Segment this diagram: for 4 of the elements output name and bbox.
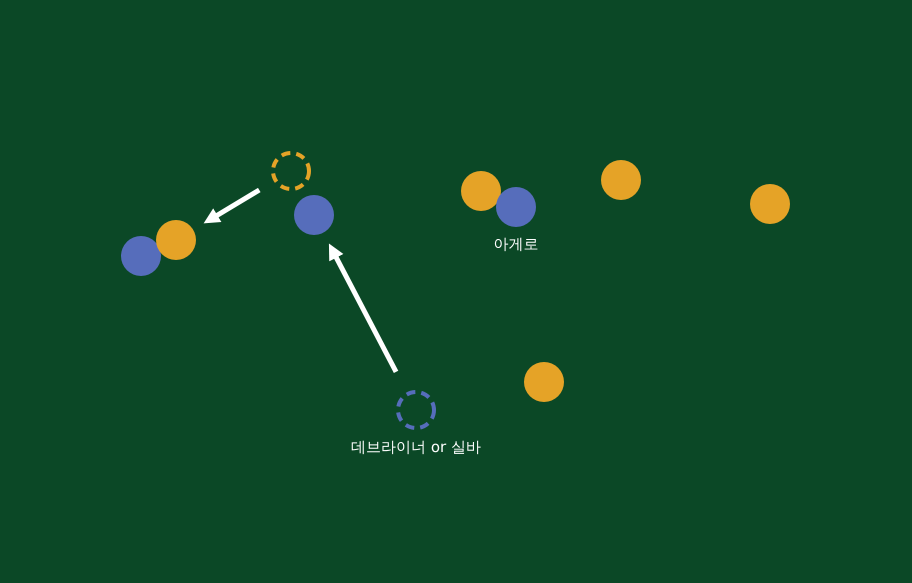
movement-arrow [204, 188, 261, 224]
player-name: 데브라이너 or 실바 [351, 438, 481, 457]
movement-arrow [328, 244, 398, 374]
player-name: 아게로 [494, 235, 538, 254]
